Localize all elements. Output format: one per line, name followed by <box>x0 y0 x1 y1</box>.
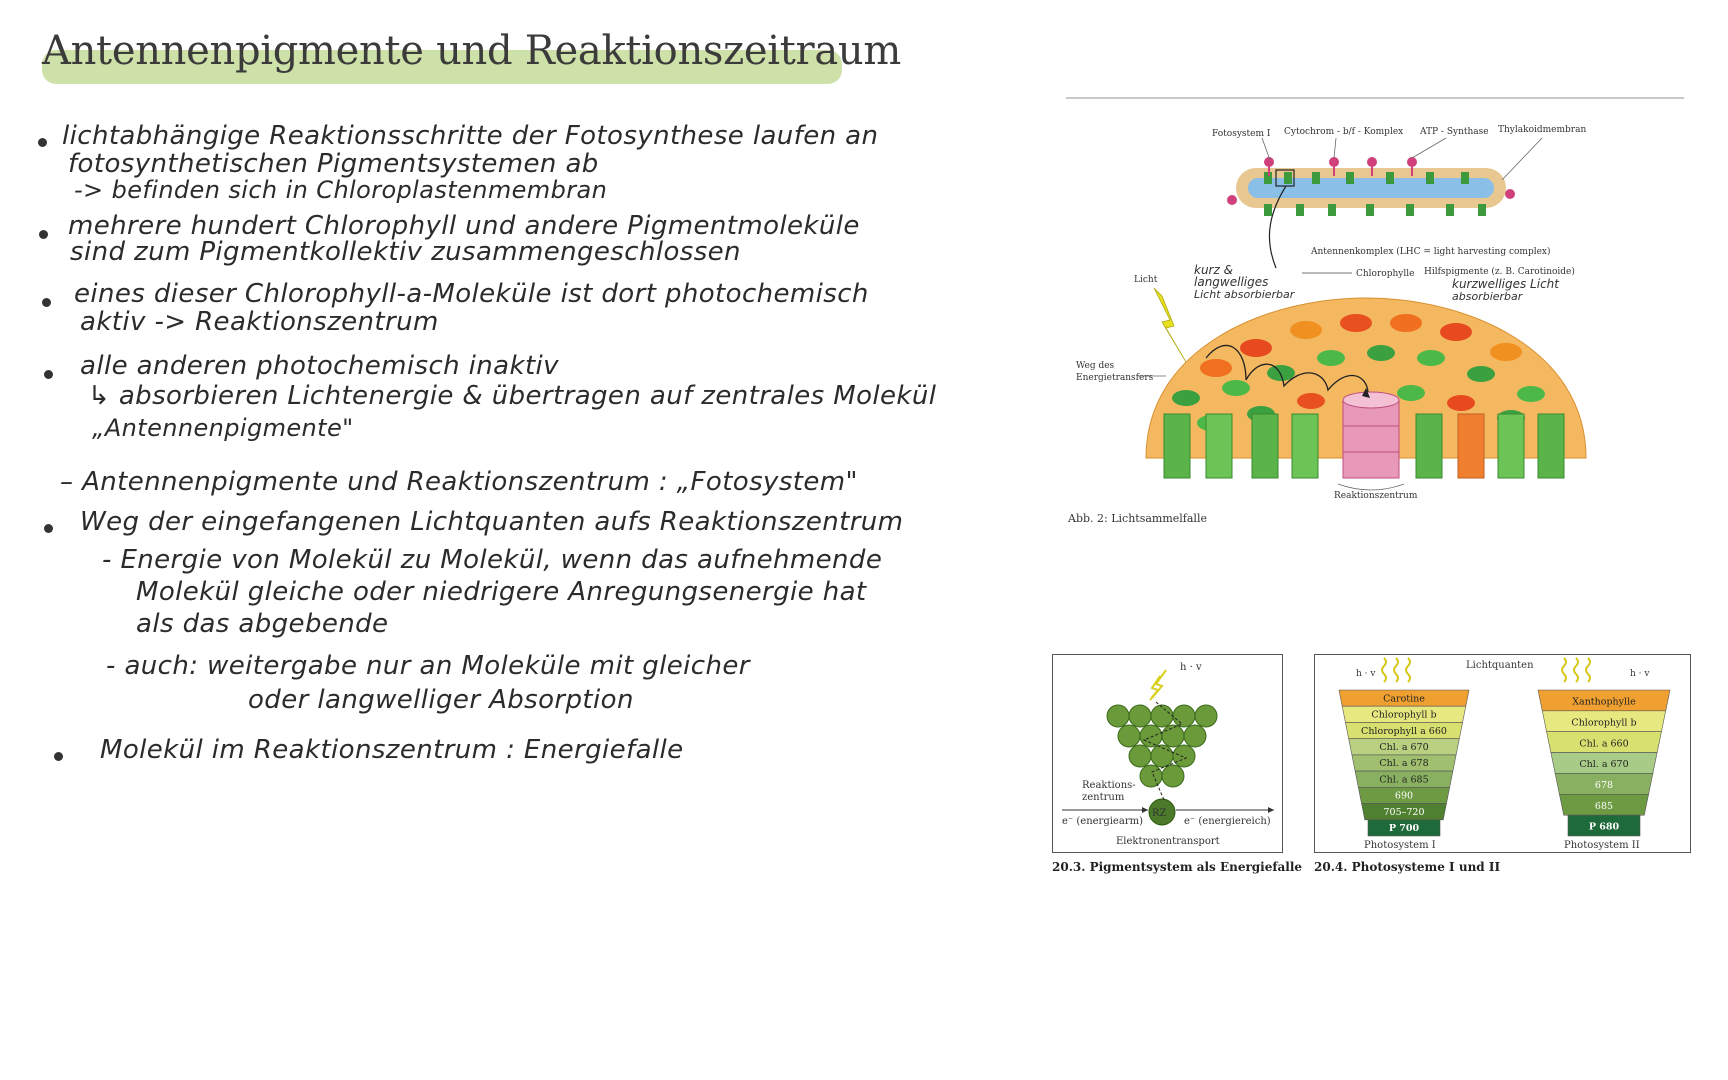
hand-note: kurz & <box>1194 263 1233 277</box>
funnel-band <box>1567 814 1641 837</box>
label-hv: h · v <box>1180 662 1202 673</box>
label-thylakoidmembran: Thylakoidmembran <box>1498 125 1586 135</box>
lightning-icon <box>1153 287 1187 363</box>
label-fotosystem-1: Fotosystem I <box>1212 129 1271 139</box>
hand-note: Licht absorbierbar <box>1194 288 1296 301</box>
funnel-label: Chl. a 660 <box>1579 738 1628 749</box>
note-line: als das abgebende <box>136 609 389 639</box>
note-line: lichtabhängige Reaktionsschritte der Fot… <box>62 121 879 151</box>
hand-note: langwelliges <box>1194 275 1268 289</box>
energy-transfer-path <box>1205 345 1369 393</box>
funnel-band <box>1367 819 1441 837</box>
note-line: alle anderen photochemisch inaktiv <box>80 351 559 381</box>
funnel-band <box>1559 793 1649 816</box>
bullet <box>39 230 48 239</box>
light-wave-icon <box>1573 657 1579 683</box>
label-hv: h · v <box>1356 669 1376 679</box>
note-line: – Antennenpigmente und Reaktionszentrum … <box>60 467 858 497</box>
note-line: ↳ absorbieren Lichtenergie & übertragen … <box>88 381 937 411</box>
light-wave-icon <box>1381 657 1387 683</box>
label-lichtquanten: Lichtquanten <box>1466 660 1534 671</box>
label-photosystem-1: Photosystem I <box>1364 840 1436 851</box>
funnel-label: Chl. a 670 <box>1379 742 1428 753</box>
figure-lichtsammelfalle: Fotosystem I Cytochrom - b/f - Komplex A… <box>1067 125 1587 525</box>
title-highlight <box>42 50 842 84</box>
note-line: oder langwelliger Absorption <box>248 685 634 715</box>
funnel-label: Chl. a 670 <box>1579 759 1628 770</box>
note-line: „Antennenpigmente" <box>92 414 354 442</box>
figure-caption: 20.3. Pigmentsystem als Energiefalle <box>1052 860 1303 874</box>
title-block: Antennenpigmente und Reaktionszeitraum <box>42 28 902 84</box>
light-wave-icon <box>1585 657 1591 683</box>
figure-photosysteme: Lichtquanten h · v h · v CarotineChlorop… <box>1314 654 1691 853</box>
funnel-label: Chlorophyll b <box>1571 717 1636 728</box>
transmembrane-cylinders <box>1163 413 1565 479</box>
funnel-label: Chl. a 685 <box>1379 774 1428 785</box>
funnel-label: Carotine <box>1383 693 1425 704</box>
funnel-band <box>1361 803 1447 821</box>
reaction-center <box>1342 391 1400 479</box>
note-line: fotosynthetischen Pigmentsystemen ab <box>68 149 599 179</box>
label-cytochrom: Cytochrom - b/f - Komplex <box>1284 127 1403 137</box>
bullet <box>44 524 53 533</box>
light-wave-icon <box>1393 657 1399 683</box>
page-title: Antennenpigmente und Reaktionszeitraum <box>42 28 902 74</box>
funnel-label: Chl. a 678 <box>1379 758 1428 769</box>
note-line: mehrere hundert Chlorophyll und andere P… <box>68 211 860 241</box>
label-e-arm: e⁻ (energiearm) <box>1062 816 1143 827</box>
funnel-label: P 680 <box>1589 822 1620 833</box>
note-line: eines dieser Chlorophyll-a-Moleküle ist … <box>74 279 869 309</box>
divider-line <box>1066 97 1684 99</box>
label-weg-des: Weg des <box>1076 361 1115 371</box>
funnel-label: Xanthophylle <box>1572 697 1636 708</box>
label-energietransfers: Energietransfers <box>1076 373 1154 383</box>
figure-energiefalle: h · v RZ Reaktions- zentrum e⁻ (energiea… <box>1052 654 1283 853</box>
label-chlorophylle: Chlorophylle <box>1356 269 1414 279</box>
funnel-label: Chlorophyll b <box>1371 710 1436 721</box>
funnel-label: Chlorophyll a 660 <box>1361 726 1447 737</box>
label-hilfspigmente: Hilfspigmente (z. B. Carotinoide) <box>1424 266 1575 277</box>
label-antennenkomplex: Antennenkomplex (LHC = light harvesting … <box>1310 246 1551 257</box>
bullet <box>38 138 47 147</box>
label-reaktions: Reaktions- <box>1082 780 1136 791</box>
funnel-label: 690 <box>1395 791 1413 802</box>
label-atp-synthase: ATP - Synthase <box>1419 127 1489 137</box>
label-reaktionszentrum: Reaktionszentrum <box>1334 491 1418 501</box>
note-line: - auch: weitergabe nur an Moleküle mit g… <box>106 651 750 681</box>
funnel-label: 685 <box>1595 801 1613 812</box>
label-photosystem-2: Photosystem II <box>1564 840 1640 851</box>
membrane-proteins <box>1227 157 1515 216</box>
label-elektronentransport: Elektronentransport <box>1116 836 1220 847</box>
note-line: sind zum Pigmentkollektiv zusammengeschl… <box>70 237 741 267</box>
funnel-label: P 700 <box>1389 823 1420 834</box>
label-licht: Licht <box>1134 275 1158 285</box>
label-hv: h · v <box>1630 669 1650 679</box>
note-line: Weg der eingefangenen Lichtquanten aufs … <box>80 507 904 537</box>
note-line: aktiv -> Reaktionszentrum <box>80 307 439 337</box>
light-wave-icon <box>1405 657 1411 683</box>
bullet <box>54 752 63 761</box>
light-wave-icon <box>1561 657 1567 683</box>
hand-note: kurzwelliges Licht <box>1452 277 1560 291</box>
hand-note: absorbierbar <box>1452 290 1524 303</box>
note-line: Molekül im Reaktionszentrum : Energiefal… <box>100 735 684 765</box>
label-rz: RZ <box>1152 808 1167 819</box>
figure-caption: Abb. 2: Lichtsammelfalle <box>1067 512 1207 525</box>
funnel-label: 705–720 <box>1383 807 1424 818</box>
pigment-cluster <box>1106 701 1218 826</box>
funnel-label: 678 <box>1595 780 1613 791</box>
light-wave-icon <box>1149 669 1167 701</box>
label-e-reich: e⁻ (energiereich) <box>1184 816 1271 827</box>
note-line: Molekül gleiche oder niedrigere Anregung… <box>136 577 867 607</box>
figure-caption: 20.4. Photosysteme I und II <box>1314 860 1501 874</box>
bullet <box>42 298 51 307</box>
note-line: -> befinden sich in Chloroplastenmembran <box>74 176 608 204</box>
label-zentrum: zentrum <box>1082 792 1125 803</box>
note-line: - Energie von Molekül zu Molekül, wenn d… <box>102 545 883 575</box>
bullet <box>44 370 53 379</box>
